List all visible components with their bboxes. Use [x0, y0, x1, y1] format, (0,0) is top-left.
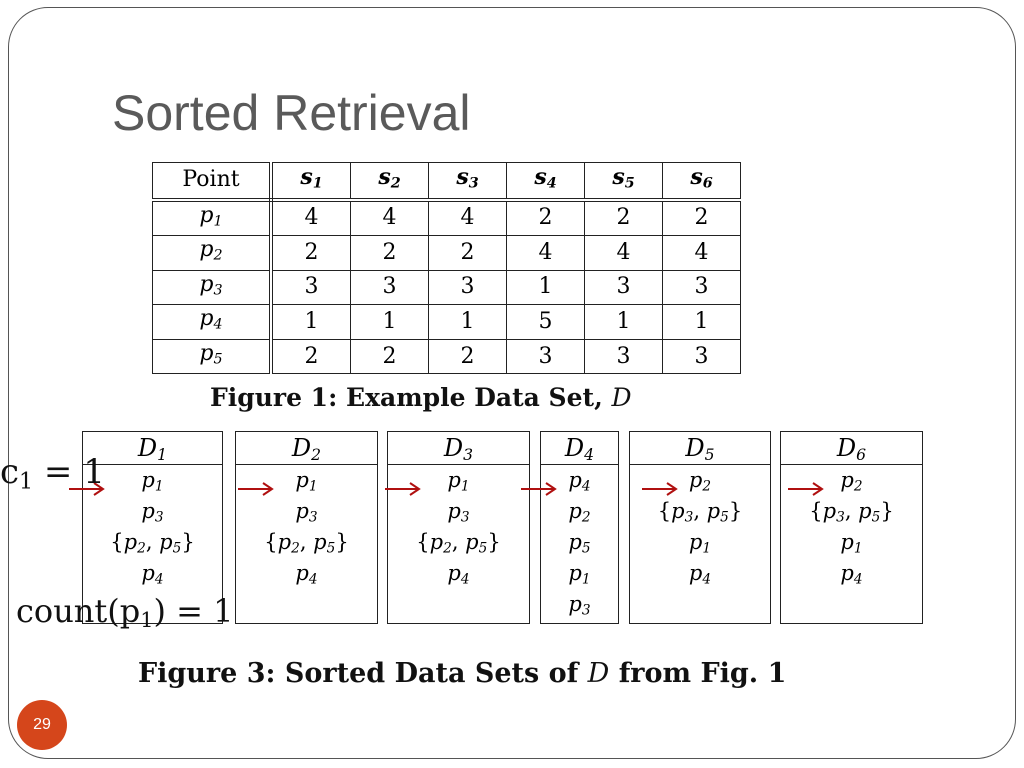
annotation-count-p1: count(p1) = 1 [16, 592, 234, 633]
row-label: p2 [152, 235, 273, 271]
pointer-arrow-icon [69, 482, 105, 496]
table-row: p2 2 2 2 4 4 4 [152, 235, 741, 271]
table-cell: 3 [662, 269, 741, 306]
table-cell: 4 [428, 199, 507, 237]
table-cell: 2 [428, 235, 507, 271]
sorted-set-header: D2 [236, 432, 377, 465]
table-cell: 1 [506, 269, 585, 306]
table-cell: 4 [584, 235, 663, 271]
list-item: p1 [447, 468, 470, 495]
table-cell: 1 [350, 304, 429, 340]
list-item: {p3, p5} [657, 499, 743, 526]
list-item: p3 [568, 592, 591, 619]
table-cell: 3 [506, 338, 585, 375]
header-s5: s5 [584, 161, 663, 202]
table-cell: 4 [506, 235, 585, 271]
page-number-badge: 29 [17, 700, 67, 750]
table-cell: 4 [270, 199, 351, 237]
list-item: p3 [447, 499, 470, 526]
list-item: p4 [688, 561, 712, 588]
sorted-set-box: D4 p4 p2 p5 p1 p3 [540, 431, 619, 624]
list-item: p1 [840, 530, 863, 557]
table-row: p5 2 2 2 3 3 3 [152, 338, 741, 375]
table-cell: 1 [662, 304, 741, 340]
sorted-set-header: D3 [388, 432, 529, 465]
list-item: p4 [141, 561, 164, 588]
pointer-arrow-icon [238, 482, 274, 496]
table-row: p1 4 4 4 2 2 2 [152, 199, 741, 237]
table-header-row: Point s1 s2 s3 s4 s5 s6 [152, 161, 741, 202]
header-s6: s6 [662, 161, 741, 202]
list-item: p2 [568, 499, 591, 526]
table-cell: 3 [350, 269, 429, 306]
table-cell: 2 [506, 199, 585, 237]
table-cell: 1 [584, 304, 663, 340]
row-label: p5 [152, 338, 273, 375]
list-item: p1 [568, 561, 591, 588]
list-item: p1 [295, 468, 318, 495]
data-set-table: Point s1 s2 s3 s4 s5 s6 p1 4 4 4 2 2 2 p… [152, 161, 741, 375]
table-cell: 3 [584, 338, 663, 375]
pointer-arrow-icon [642, 482, 678, 496]
table-cell: 4 [662, 235, 741, 271]
sorted-set-box: D3 p1 p3 {p2, p5} p4 [387, 431, 530, 624]
table-cell: 2 [350, 338, 429, 375]
list-item: p1 [688, 530, 712, 557]
table-cell: 3 [270, 269, 351, 306]
list-item: p2 [688, 468, 712, 495]
pointer-arrow-icon [788, 482, 824, 496]
row-label: p3 [152, 269, 273, 306]
table-cell: 2 [350, 235, 429, 271]
pointer-arrow-icon [385, 482, 421, 496]
list-item: {p2, p5} [110, 530, 195, 557]
pointer-arrow-icon [521, 482, 557, 496]
header-s4: s4 [506, 161, 585, 202]
sorted-set-box: D1 p1 p3 {p2, p5} p4 [82, 431, 223, 624]
table-cell: 5 [506, 304, 585, 340]
list-item: {p3, p5} [809, 499, 894, 526]
sorted-set-box: D2 p1 p3 {p2, p5} p4 [235, 431, 378, 624]
header-s3: s3 [428, 161, 507, 202]
list-item: p4 [840, 561, 863, 588]
table-cell: 2 [428, 338, 507, 375]
row-label: p4 [152, 304, 273, 340]
table-cell: 2 [584, 199, 663, 237]
table-cell: 4 [350, 199, 429, 237]
header-point: Point [152, 161, 273, 202]
sorted-set-header: D4 [541, 432, 618, 465]
sorted-set-box: D6 p2 {p3, p5} p1 p4 [780, 431, 923, 624]
table-cell: 3 [584, 269, 663, 306]
list-item: {p2, p5} [264, 530, 349, 557]
header-s2: s2 [350, 161, 429, 202]
list-item: p1 [141, 468, 164, 495]
table-cell: 3 [662, 338, 741, 375]
list-item: p2 [840, 468, 863, 495]
list-item: p4 [568, 468, 591, 495]
figure3-caption: Figure 3: Sorted Data Sets of D from Fig… [138, 658, 787, 689]
list-item: p4 [295, 561, 318, 588]
slide-frame [8, 7, 1016, 759]
table-cell: 3 [428, 269, 507, 306]
table-cell: 2 [270, 338, 351, 375]
sorted-set-box: D5 p2 {p3, p5} p1 p4 [629, 431, 771, 624]
header-s1: s1 [270, 161, 351, 202]
sorted-set-header: D1 [83, 432, 222, 465]
table-row: p3 3 3 3 1 3 3 [152, 269, 741, 306]
table-cell: 1 [428, 304, 507, 340]
list-item: p4 [447, 561, 470, 588]
list-item: p5 [568, 530, 591, 557]
sorted-set-header: D6 [781, 432, 922, 465]
list-item: {p2, p5} [416, 530, 501, 557]
figure1-caption: Figure 1: Example Data Set, D [210, 383, 632, 412]
slide-title: Sorted Retrieval [112, 85, 471, 141]
list-item: p3 [141, 499, 164, 526]
table-cell: 2 [270, 235, 351, 271]
table-row: p4 1 1 1 5 1 1 [152, 304, 741, 340]
list-item: p3 [295, 499, 318, 526]
sorted-set-header: D5 [630, 432, 770, 465]
table-cell: 1 [270, 304, 351, 340]
annotation-c1: c1 = 1 [0, 452, 105, 495]
row-label: p1 [152, 199, 273, 237]
table-cell: 2 [662, 199, 741, 237]
